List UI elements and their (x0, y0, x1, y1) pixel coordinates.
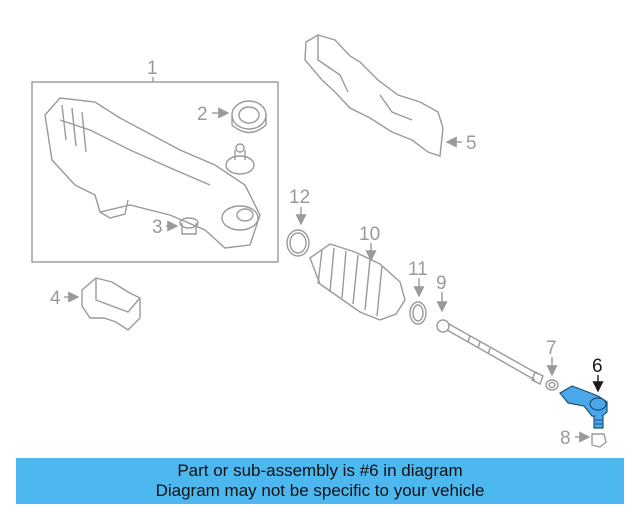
clamp-part-11[interactable] (409, 278, 427, 325)
heat-shield-part-5[interactable] (304, 34, 462, 157)
callout-6: 6 (592, 356, 603, 377)
nut-part-7[interactable] (545, 357, 559, 391)
callout-12: 12 (289, 187, 310, 208)
bracket-part-4[interactable] (64, 277, 141, 331)
banner-line-disclaimer: Diagram may not be specific to your vehi… (155, 481, 485, 500)
clamp-part-12[interactable] (286, 207, 310, 257)
tie-rod-end-part-6[interactable] (559, 375, 608, 429)
callout-3: 3 (152, 217, 163, 238)
boot-part-10[interactable] (309, 243, 406, 321)
steering-gear-frame (31, 81, 279, 263)
banner-line-part: Part or sub-assembly is #6 in diagram (177, 461, 463, 480)
steering-gear-assembly[interactable] (31, 77, 279, 263)
nut-part-8[interactable] (575, 431, 607, 448)
info-banner: Part or sub-assembly is #6 in diagram Di… (16, 458, 624, 504)
callout-5: 5 (466, 133, 477, 154)
callout-10: 10 (359, 224, 380, 245)
callout-11: 11 (408, 259, 428, 280)
seal-part-2[interactable] (212, 100, 267, 134)
tie-rod-part-9[interactable] (436, 292, 544, 385)
callout-2: 2 (197, 104, 208, 125)
callout-8: 8 (560, 428, 571, 449)
callout-1: 1 (147, 58, 158, 79)
callout-4: 4 (50, 288, 61, 309)
callout-9: 9 (436, 273, 447, 294)
callout-7: 7 (546, 338, 557, 359)
plug-part-3[interactable] (166, 217, 199, 235)
